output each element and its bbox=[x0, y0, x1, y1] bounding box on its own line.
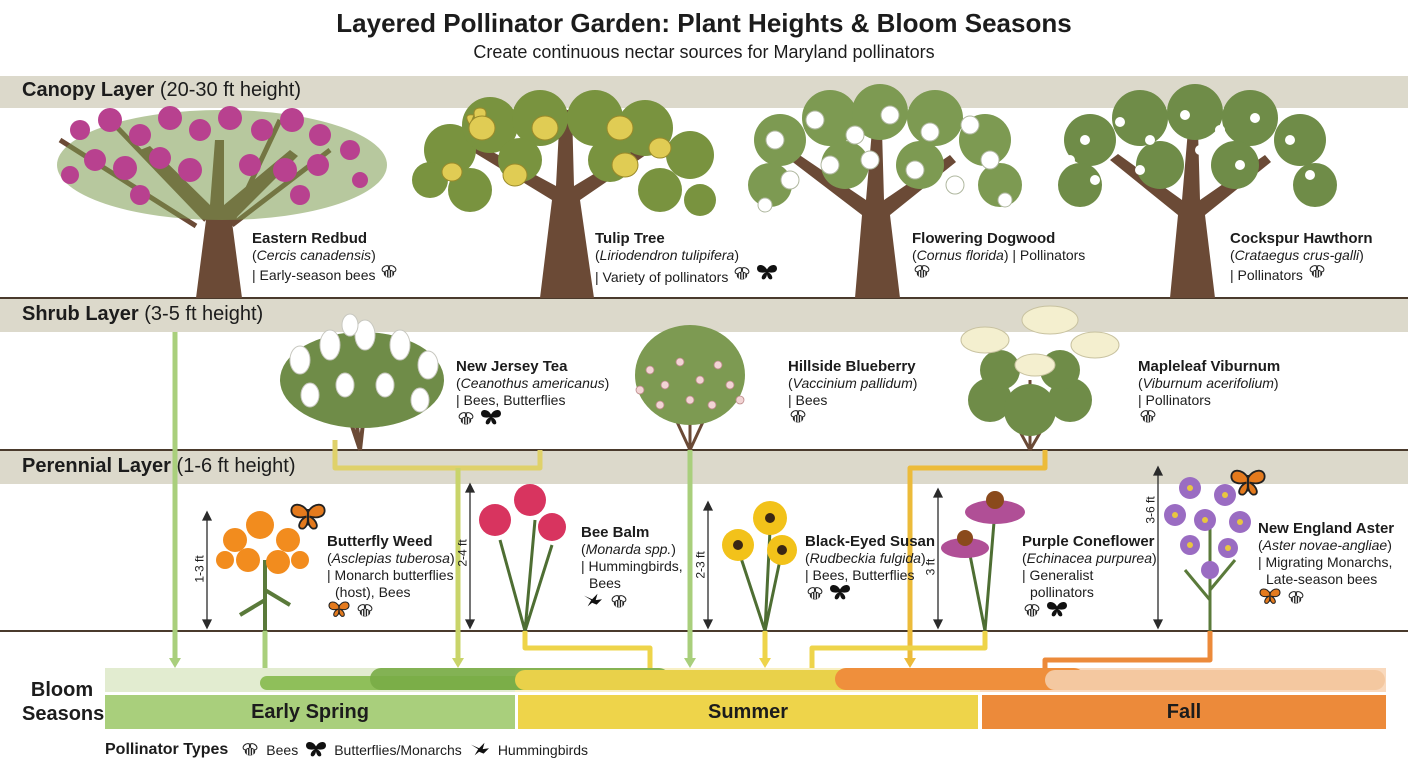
canopy-layer-label: Canopy Layer (20-30 ft height) bbox=[22, 79, 302, 101]
bee-icon bbox=[355, 603, 375, 619]
butterfly-icon bbox=[480, 409, 502, 427]
bee-icon bbox=[1286, 590, 1306, 606]
bee-icon bbox=[1138, 409, 1158, 425]
hillside-blueberry-label: Hillside Blueberry (Vaccinium pallidum) … bbox=[788, 358, 917, 429]
mapleleaf-viburnum-label: Mapleleaf Viburnum (Viburnum acerifolium… bbox=[1138, 358, 1280, 429]
purple-coneflower-plant bbox=[941, 491, 1025, 632]
bee-icon bbox=[609, 594, 629, 610]
season-early-spring: Early Spring bbox=[251, 701, 369, 723]
butterfly-icon bbox=[829, 584, 851, 602]
butterfly-icon bbox=[304, 741, 328, 759]
hummingbird-icon bbox=[581, 592, 605, 610]
bee-icon bbox=[1022, 603, 1042, 619]
hillside-blueberry-shrub bbox=[635, 325, 745, 451]
legend-bees: Bees bbox=[266, 742, 299, 758]
bee-icon bbox=[805, 586, 825, 602]
butterfly-weed-height: 1-3 ft bbox=[192, 555, 207, 583]
bee-icon bbox=[1307, 264, 1327, 280]
bee-balm-plant bbox=[479, 484, 566, 632]
bee-icon bbox=[788, 409, 808, 425]
butterfly-icon bbox=[756, 264, 778, 282]
season-band-fall bbox=[982, 695, 1386, 729]
page-subtitle: Create continuous nectar sources for Mar… bbox=[473, 42, 935, 62]
butterfly-weed-plant bbox=[216, 511, 309, 631]
bee-balm-height: 2-4 ft bbox=[455, 539, 470, 567]
black-eyed-susan-height: 2-3 ft bbox=[693, 551, 708, 579]
season-fall: Fall bbox=[1166, 701, 1202, 723]
bee-icon bbox=[912, 264, 932, 280]
perennial-band bbox=[0, 451, 1408, 484]
monarch-icon bbox=[327, 601, 351, 619]
hummingbird-icon bbox=[468, 741, 492, 759]
season-band-early-spring bbox=[105, 695, 515, 729]
hawthorn-label: Cockspur Hawthorn (Crataegus crus-galli)… bbox=[1230, 230, 1373, 283]
redbud-tree bbox=[57, 106, 387, 298]
tulip-tree-label: Tulip Tree (Liriodendron tulipifera) | V… bbox=[595, 230, 778, 286]
coneflower-label: Purple Coneflower (Echinacea purpurea) |… bbox=[1022, 533, 1157, 621]
mapleleaf-viburnum-shrub bbox=[960, 305, 1120, 451]
monarch-icon bbox=[1258, 588, 1282, 606]
aster-label: New England Aster (Aster novae-angliae) … bbox=[1258, 520, 1394, 608]
shrub-band bbox=[0, 299, 1408, 332]
new-jersey-tea-label: New Jersey Tea (Ceanothus americanus) | … bbox=[456, 358, 609, 429]
monarch-icon bbox=[290, 503, 326, 530]
redbud-label: Eastern Redbud (Cercis canadensis) | Ear… bbox=[252, 230, 399, 284]
bee-icon bbox=[456, 411, 476, 427]
dogwood-label: Flowering Dogwood (Cornus florida) | Pol… bbox=[912, 230, 1085, 284]
bee-icon bbox=[732, 266, 752, 282]
page-title: Layered Pollinator Garden: Plant Heights… bbox=[336, 8, 1072, 38]
butterfly-icon bbox=[1046, 601, 1068, 619]
dogwood-tree bbox=[748, 84, 1022, 298]
hawthorn-tree bbox=[1058, 84, 1337, 298]
shrub-layer-label: Shrub Layer (3-5 ft height) bbox=[22, 303, 264, 325]
bloom-seasons-title: Bloom Seasons bbox=[22, 679, 105, 725]
butterfly-weed-label: Butterfly Weed (Asclepias tuberosa) | Mo… bbox=[327, 533, 455, 621]
new-england-aster-plant bbox=[1164, 477, 1251, 631]
perennial-layer-label: Perennial Layer (1-6 ft height) bbox=[22, 455, 296, 477]
legend-hummingbirds: Hummingbirds bbox=[497, 742, 589, 758]
legend-title: Pollinator Types bbox=[105, 741, 229, 758]
aster-height: 3-6 ft bbox=[1143, 496, 1158, 524]
bee-icon bbox=[379, 264, 399, 280]
bee-icon bbox=[240, 742, 260, 758]
legend-butterflies: Butterflies/Monarchs bbox=[334, 742, 462, 758]
season-band-summer bbox=[518, 695, 978, 729]
pollinator-legend: Pollinator Types Bees Butterflies/Monarc… bbox=[105, 741, 588, 759]
black-eyed-susan-plant bbox=[722, 501, 797, 632]
black-eyed-susan-label: Black-Eyed Susan (Rudbeckia fulgida) | B… bbox=[805, 533, 935, 604]
tulip-tree bbox=[412, 90, 716, 298]
bee-balm-label: Bee Balm (Monarda spp.) | Hummingbirds, … bbox=[581, 524, 683, 612]
season-summer: Summer bbox=[707, 701, 789, 723]
new-jersey-tea-shrub bbox=[280, 313, 444, 451]
